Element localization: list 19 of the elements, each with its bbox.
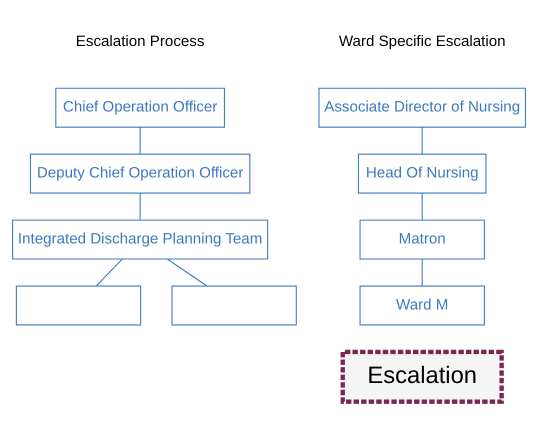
connector: [96, 258, 123, 286]
connector: [140, 192, 141, 220]
node-box: Integrated Discharge Planning Team: [12, 219, 268, 260]
connector: [422, 258, 423, 286]
node-box: [171, 285, 297, 325]
node-box: Associate Director of Nursing: [318, 87, 526, 128]
node-box: Matron: [360, 219, 485, 260]
node-box: Head Of Nursing: [358, 153, 486, 194]
node-box: Deputy Chief Operation Officer: [30, 153, 250, 194]
node-box: [16, 285, 142, 325]
connector: [422, 126, 423, 154]
label: Escalation Process: [76, 32, 204, 50]
connector: [167, 258, 208, 286]
connector: [422, 192, 423, 220]
node-box: Ward M: [360, 285, 485, 325]
connector: [140, 126, 141, 154]
node-box: Escalation: [340, 349, 504, 404]
label: Ward Specific Escalation: [338, 32, 506, 50]
node-box: Chief Operation Officer: [55, 87, 225, 128]
